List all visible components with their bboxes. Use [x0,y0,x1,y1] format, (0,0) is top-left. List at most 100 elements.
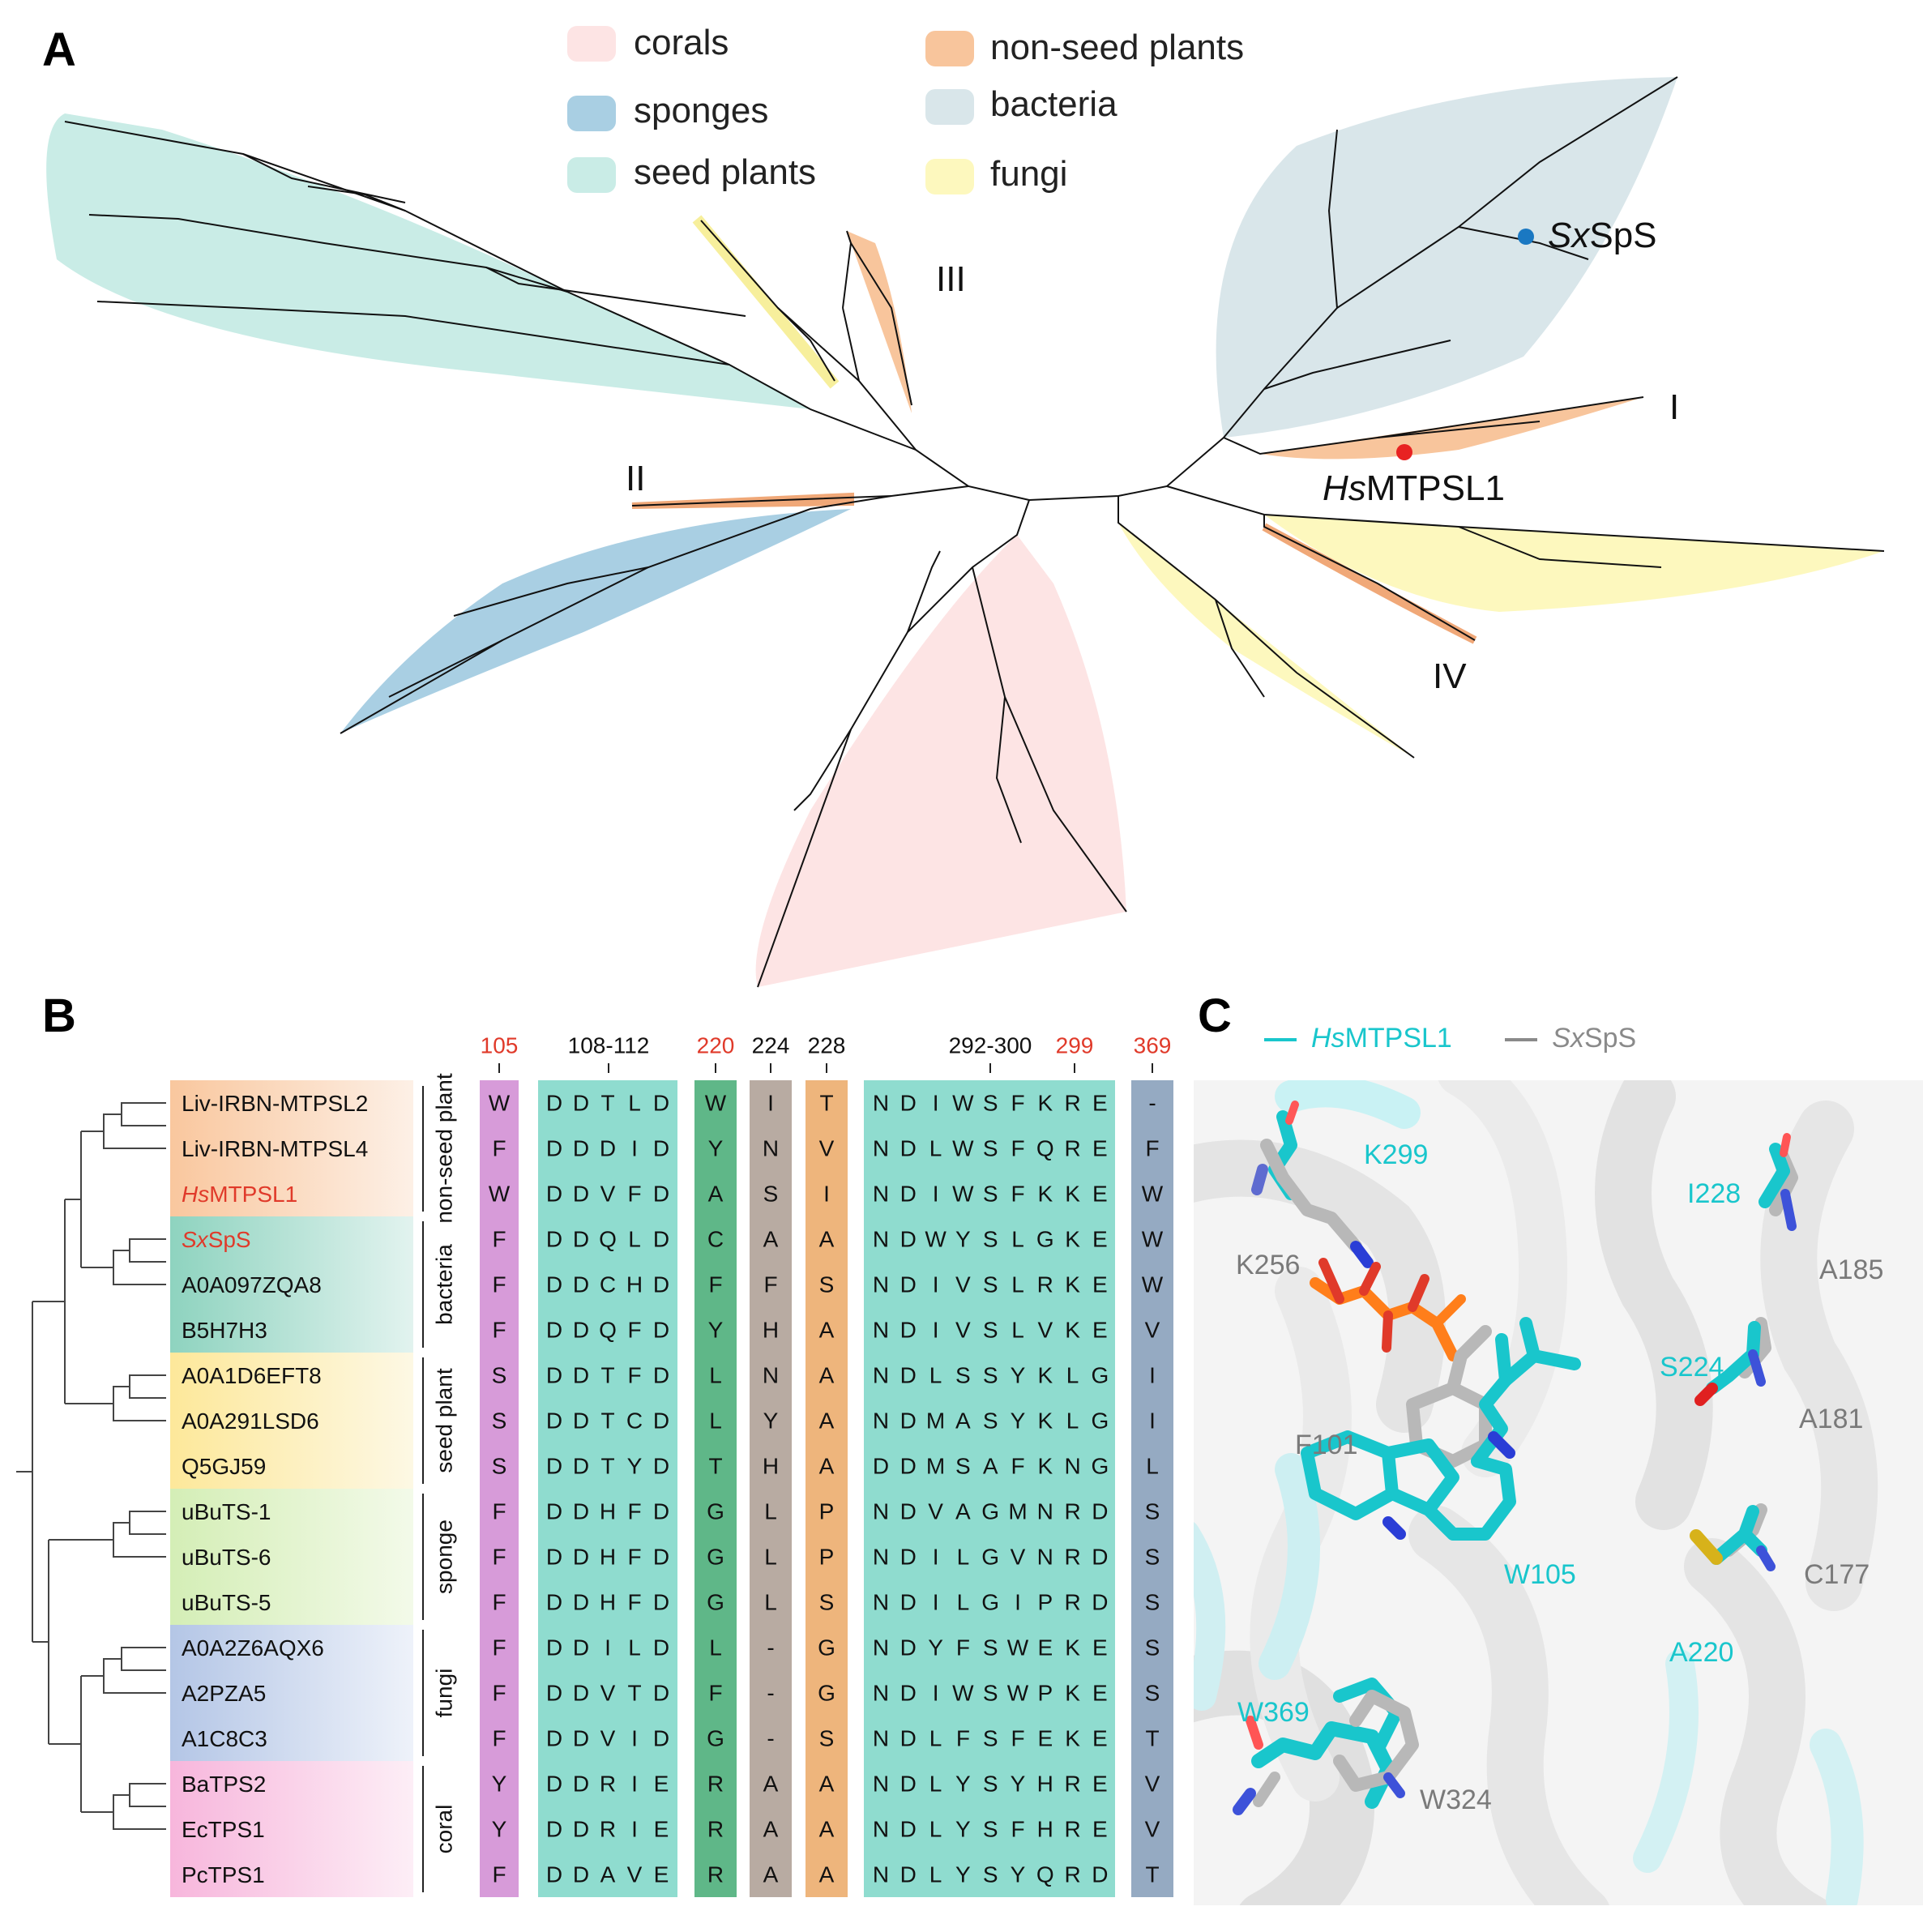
residue-cell: F [492,1590,506,1615]
residue-cell: A [819,1408,835,1434]
residue-label-a220: A220 [1669,1637,1734,1668]
residue-cell: Y [627,1454,643,1479]
residue-cell: C [707,1227,724,1252]
residue-cell: I [605,1635,611,1661]
residue-cell: A [763,1227,779,1252]
residue-cell: K [1037,1363,1053,1388]
residue-cell: E [1037,1635,1053,1661]
residue-cell: K [1037,1182,1053,1207]
residue-cell: D [573,1272,589,1297]
residue-cell: S [983,1318,998,1343]
residue-label-a185: A185 [1819,1255,1884,1285]
residue-cell: E [654,1862,669,1887]
residue-cell: N [873,1681,889,1706]
residue-cell: I [767,1091,774,1116]
column-header-292-300: 292-300 [949,1033,1032,1058]
residue-cell: G [707,1499,724,1524]
residue-cell: M [926,1454,945,1479]
protein-ribbons [1194,1080,1878,1905]
residue-cell: C [600,1272,616,1297]
residue-cell: K [1065,1182,1080,1207]
residue-cell: E [1092,1817,1108,1842]
residue-cell: S [983,1726,998,1751]
residue-cell: L [628,1227,641,1252]
tree-branches [64,76,1885,988]
residue-cell: D [900,1363,917,1388]
residue-cell: L [929,1817,942,1842]
sequence-name: uBuTS-6 [182,1545,271,1570]
residue-cell: W [489,1182,511,1207]
legend-swatch-sponges [567,96,616,131]
residue-cell: D [546,1590,562,1615]
residue-cell: R [707,1772,724,1797]
residue-cell: S [763,1182,779,1207]
residue-cell: L [929,1726,942,1751]
sequence-name: BaTPS2 [182,1772,266,1797]
residue-cell: D [653,1681,669,1706]
residue-cell: Y [708,1136,724,1161]
residue-cell: R [1064,1136,1080,1161]
residue-cell: D [900,1681,917,1706]
residue-cell: T [708,1454,722,1479]
residue-cell: F [627,1545,641,1570]
residue-label-s224: S224 [1660,1352,1724,1383]
residue-cell: D [1092,1545,1108,1570]
residue-cell: I [1149,1363,1156,1388]
residue-cell: N [873,1272,889,1297]
residue-cell: A [819,1817,835,1842]
residue-cell: D [900,1227,917,1252]
legend-sx-italic: Sx [1552,1023,1584,1054]
residue-cell: D [653,1091,669,1116]
residue-label-i228: I228 [1687,1178,1741,1209]
residue-cell: S [983,1408,998,1434]
residue-cell: F [1011,1454,1024,1479]
residue-cell: N [873,1408,889,1434]
residue-cell: D [546,1272,562,1297]
residue-cell: I [933,1272,939,1297]
residue-cell: F [1145,1136,1159,1161]
residue-cell: D [573,1408,589,1434]
residue-cell: S [983,1681,998,1706]
residue-cell: M [1008,1499,1027,1524]
residue-cell: D [900,1726,917,1751]
hsmtpsl1-tree-label: HsMTPSL1 [1323,468,1505,509]
residue-cell: L [929,1772,942,1797]
sxsps-label-italic: Sx [1548,216,1590,255]
residue-cell: D [900,1272,917,1297]
residue-cell: D [546,1136,562,1161]
residue-cell: E [1092,1635,1108,1661]
residue-cell: K [1037,1091,1053,1116]
residue-cell: F [492,1272,506,1297]
sequence-name: uBuTS-5 [182,1590,271,1615]
residue-cell: K [1037,1454,1053,1479]
sequence-name: Liv-IRBN-MTPSL2 [182,1091,368,1116]
residue-cell: D [546,1681,562,1706]
residue-cell: K [1065,1681,1080,1706]
residue-cell: L [764,1499,777,1524]
residue-cell: H [600,1590,616,1615]
residue-cell: A [600,1862,616,1887]
residue-cell: I [933,1590,939,1615]
col-bg-105 [480,1080,519,1897]
residue-cell: S [983,1635,998,1661]
residue-cell: H [763,1318,779,1343]
residue-cell: S [983,1091,998,1116]
residue-cell: T [627,1681,641,1706]
residue-cell: V [627,1862,643,1887]
residue-cell: S [983,1363,998,1388]
residue-cell: Y [1011,1363,1026,1388]
residue-cell: N [873,1136,889,1161]
residue-cell: V [600,1182,616,1207]
residue-cell: S [983,1862,998,1887]
residue-cell: D [546,1408,562,1434]
panel-label-a: A [42,24,76,76]
residue-cell: W [1142,1182,1164,1207]
group-label: sponge [432,1520,457,1594]
residue-cell: D [653,1182,669,1207]
residue-cell: Q [1036,1862,1054,1887]
residue-cell: D [1092,1590,1108,1615]
residue-cell: R [600,1817,616,1842]
residue-cell: A [763,1862,779,1887]
residue-cell: Y [1011,1862,1026,1887]
